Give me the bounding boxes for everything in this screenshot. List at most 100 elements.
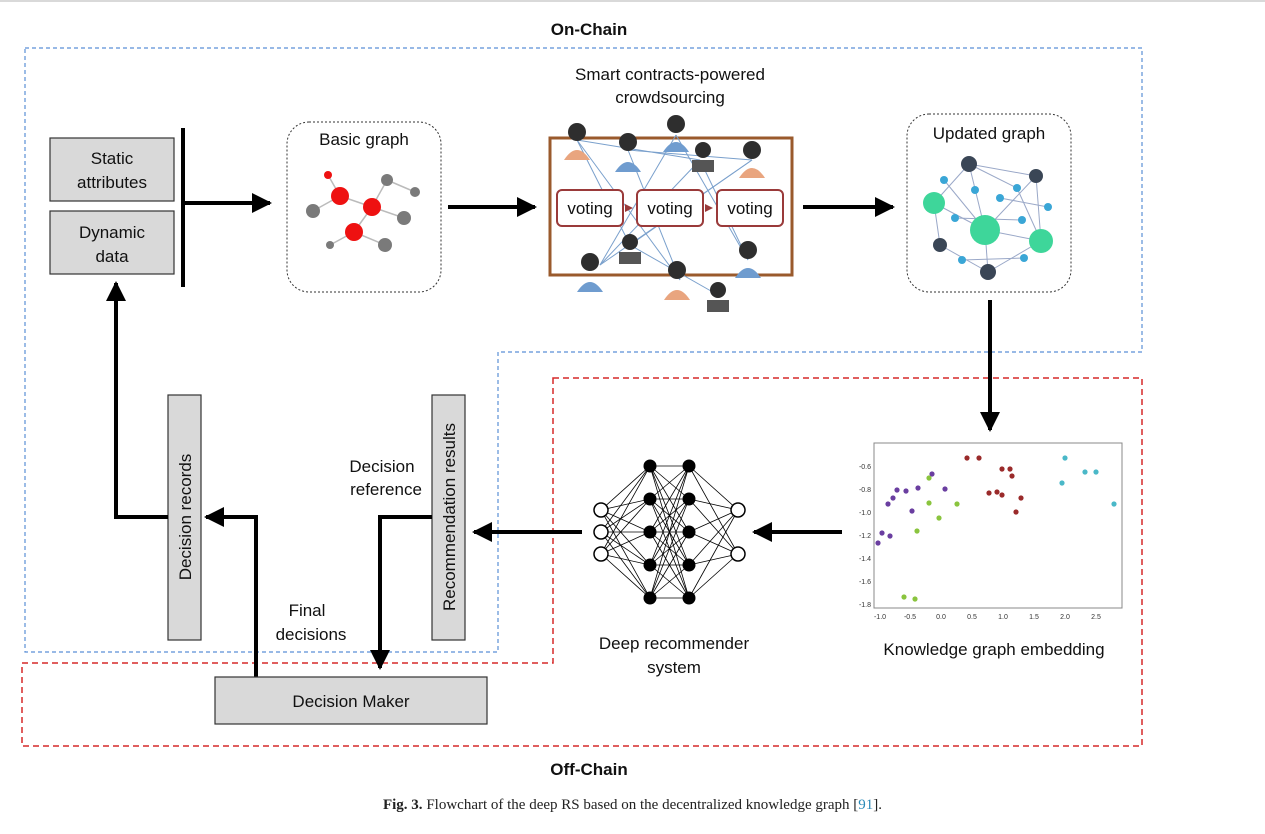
basic-node (397, 211, 411, 225)
basic-node (410, 187, 420, 197)
basic-node (331, 187, 349, 205)
basic-graph-label: Basic graph (319, 130, 409, 149)
embedding-point (887, 533, 893, 539)
voting-box-1: voting (556, 189, 624, 227)
x-tick-label: 2.5 (1091, 614, 1101, 621)
updated-node (996, 194, 1004, 202)
updated-node (923, 192, 945, 214)
updated-node (958, 256, 966, 264)
nn-hidden-node (643, 525, 657, 539)
nn-hidden-node (682, 459, 696, 473)
crowd-person-icon (739, 141, 765, 178)
caption-text: Flowchart of the deep RS based on the de… (426, 797, 859, 813)
updated-node (1013, 184, 1021, 192)
basic-node (378, 238, 392, 252)
voting-label: voting (647, 199, 692, 218)
updated-node (940, 176, 948, 184)
basic-node (345, 223, 363, 241)
neural-network-icon (593, 459, 746, 605)
dynamic-data-box: Dynamic data (49, 210, 175, 275)
nn-output-node (730, 502, 746, 518)
static-attributes-line2: attributes (77, 173, 147, 192)
crowdsourcing-panel: voting voting voting (548, 115, 794, 312)
crowd-person-icon (564, 123, 590, 160)
x-tick-label: 1.0 (998, 614, 1008, 621)
updated-node (980, 264, 996, 280)
nn-hidden-node (682, 591, 696, 605)
embedding-point (1009, 473, 1015, 479)
updated-graph-box: Updated graph (906, 113, 1072, 293)
nn-hidden-node (643, 591, 657, 605)
basic-node (363, 198, 381, 216)
nn-hidden-node (682, 558, 696, 572)
nn-hidden-node (643, 459, 657, 473)
embedding-point (890, 495, 896, 501)
embedding-plot: -0.6 -0.8 -1.0 -1.2 -1.4 -1.6 -1.8 -1.0 … (859, 442, 1123, 621)
updated-node (951, 214, 959, 222)
embedding-point (994, 489, 1000, 495)
updated-node (1018, 216, 1026, 224)
dynamic-data-line2: data (95, 247, 129, 266)
caption-prefix: Fig. 3. (382, 797, 423, 813)
embedding-point (954, 501, 960, 507)
voting-box-3: voting (716, 189, 784, 227)
embedding-point (912, 596, 918, 602)
caption-ref-link[interactable]: 91 (858, 797, 874, 813)
embedding-point (894, 487, 900, 493)
basic-node (306, 204, 320, 218)
y-tick-label: -1.2 (859, 533, 871, 540)
decision-reference-line2: reference (350, 480, 422, 499)
x-tick-label: 2.0 (1060, 614, 1070, 621)
embedding-point (929, 471, 935, 477)
off-chain-label: Off-Chain (550, 760, 627, 779)
dynamic-data-line1: Dynamic (79, 223, 146, 242)
top-rule (0, 0, 1265, 2)
nn-hidden-node (682, 525, 696, 539)
nn-output-node (730, 546, 746, 562)
on-chain-label: On-Chain (551, 20, 628, 39)
y-tick-label: -1.0 (859, 510, 871, 517)
deep-rs-label-line2: system (647, 658, 701, 677)
embedding-point (1062, 455, 1068, 461)
figure-caption: Fig. 3. Flowchart of the deep RS based o… (0, 797, 1265, 814)
nn-hidden-node (643, 558, 657, 572)
embedding-point (879, 530, 885, 536)
x-tick-label: 0.0 (936, 614, 946, 621)
embedding-point (926, 475, 932, 481)
embedding-point (1013, 509, 1019, 515)
embedding-point (1007, 466, 1013, 472)
voting-arrow (705, 204, 713, 212)
deep-rs-label-line1: Deep recommender (599, 634, 750, 653)
nn-input-node (593, 502, 609, 518)
crowd-person-icon (735, 241, 761, 278)
arrow-records-to-dynamic-data (106, 281, 168, 519)
voting-arrow (625, 204, 633, 212)
decision-maker-box: Decision Maker (214, 676, 488, 725)
x-tick-label: -0.5 (904, 614, 916, 621)
basic-node (324, 171, 332, 179)
on-chain-region (24, 47, 1143, 653)
embedding-label: Knowledge graph embedding (883, 640, 1104, 659)
crowdsourcing-title-line1: Smart contracts-powered (575, 65, 765, 84)
nn-input-node (593, 546, 609, 562)
embedding-point (999, 492, 1005, 498)
updated-node (1029, 169, 1043, 183)
decision-records-box: Decision records (167, 394, 202, 641)
off-chain-region (21, 377, 1143, 747)
embedding-point (964, 455, 970, 461)
embedding-point (976, 455, 982, 461)
embedding-point (1111, 501, 1117, 507)
crowd-person-icon (619, 234, 641, 264)
arrow-reference-to-decision-maker (370, 515, 432, 670)
static-attributes-line1: Static (91, 149, 134, 168)
embedding-plot-frame (873, 442, 1123, 609)
updated-node (933, 238, 947, 252)
decision-records-label: Decision records (176, 454, 195, 581)
decision-maker-label: Decision Maker (292, 692, 409, 711)
updated-node (961, 156, 977, 172)
y-tick-label: -1.4 (859, 556, 871, 563)
nn-hidden-node (682, 492, 696, 506)
crowd-person-icon (615, 133, 641, 172)
embedding-point (1082, 469, 1088, 475)
x-tick-label: 0.5 (967, 614, 977, 621)
